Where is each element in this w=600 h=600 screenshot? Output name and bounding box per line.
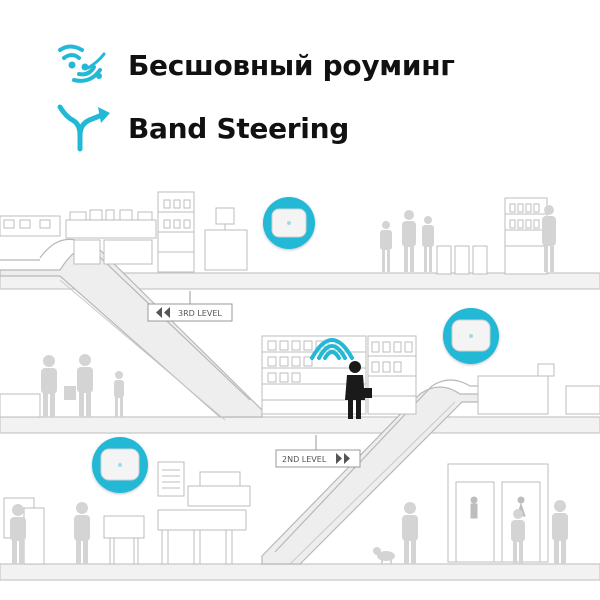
wifi-roaming-icon (52, 40, 114, 90)
businessman-figure (345, 361, 372, 419)
arrow-left-icon (156, 307, 170, 318)
second-level-label: 2ND LEVEL (282, 455, 327, 464)
access-point-bottom (92, 437, 148, 493)
wifi-waves-icon (310, 338, 354, 360)
top-floor-people (380, 205, 556, 272)
feature-band-steering: Band Steering (52, 103, 349, 153)
feature-seamless-roaming: Бесшовный роуминг (52, 40, 455, 90)
bottom-floor-people (10, 500, 568, 565)
access-point-top (263, 197, 315, 249)
middle-floor-people (0, 354, 124, 418)
access-point-middle (443, 308, 499, 364)
feature-label: Band Steering (128, 111, 349, 145)
arrow-right-icon (336, 453, 350, 464)
band-steering-icon (52, 103, 114, 153)
third-level-label: 3RD LEVEL (178, 309, 222, 318)
third-level-sign: 3RD LEVEL (147, 291, 233, 322)
top-floor-shops (0, 191, 548, 275)
feature-label: Бесшовный роуминг (128, 48, 455, 82)
building-illustration: 3RD LEVEL 2ND LEVEL (0, 191, 600, 581)
floor-slabs (0, 272, 600, 581)
second-level-sign: 2ND LEVEL (275, 435, 361, 468)
